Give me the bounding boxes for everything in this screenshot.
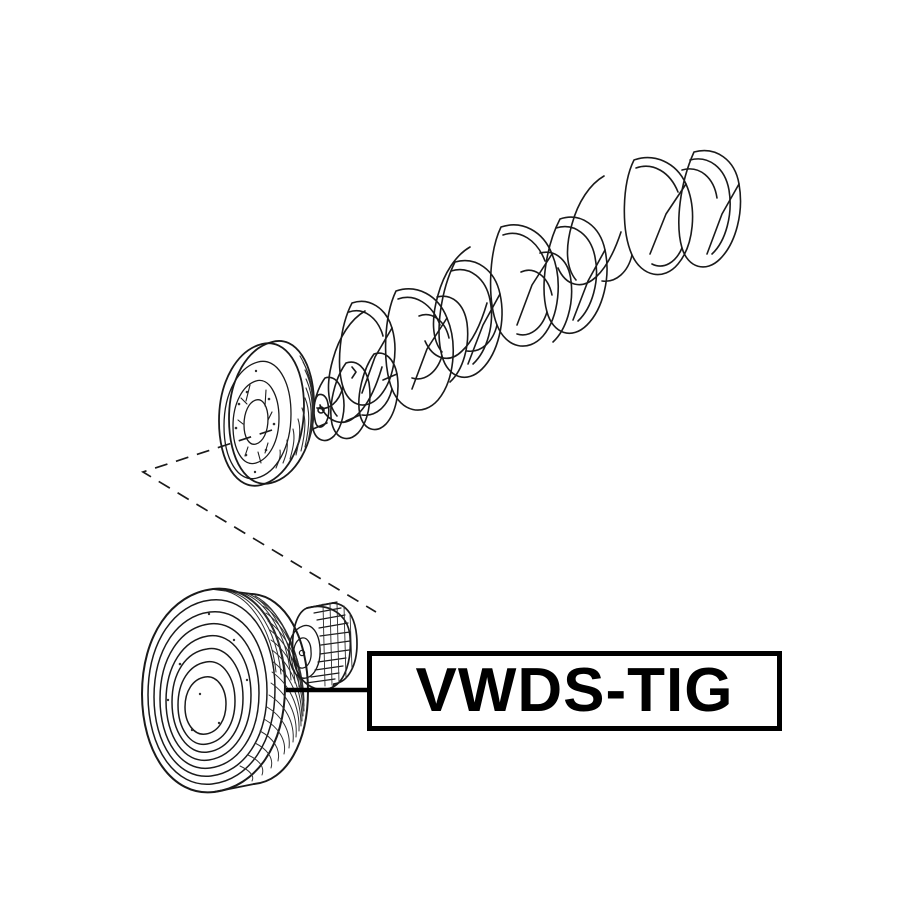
crankshaft-flywheel-flange	[557, 149, 742, 286]
crank-throw-3	[520, 251, 573, 343]
pulley-detail-view	[141, 587, 358, 794]
splined-hub	[288, 601, 358, 691]
part-number-label-box: VWDS-TIG	[367, 651, 782, 731]
crank-throw-4	[424, 216, 608, 360]
crank-throw-2	[319, 259, 503, 424]
damper-pulley-assembly	[218, 340, 315, 487]
detail-leader-line	[140, 429, 377, 613]
crank-front-journals	[418, 295, 469, 383]
crankshaft-assembly-view	[218, 149, 742, 487]
part-number-text: VWDS-TIG	[415, 656, 734, 725]
